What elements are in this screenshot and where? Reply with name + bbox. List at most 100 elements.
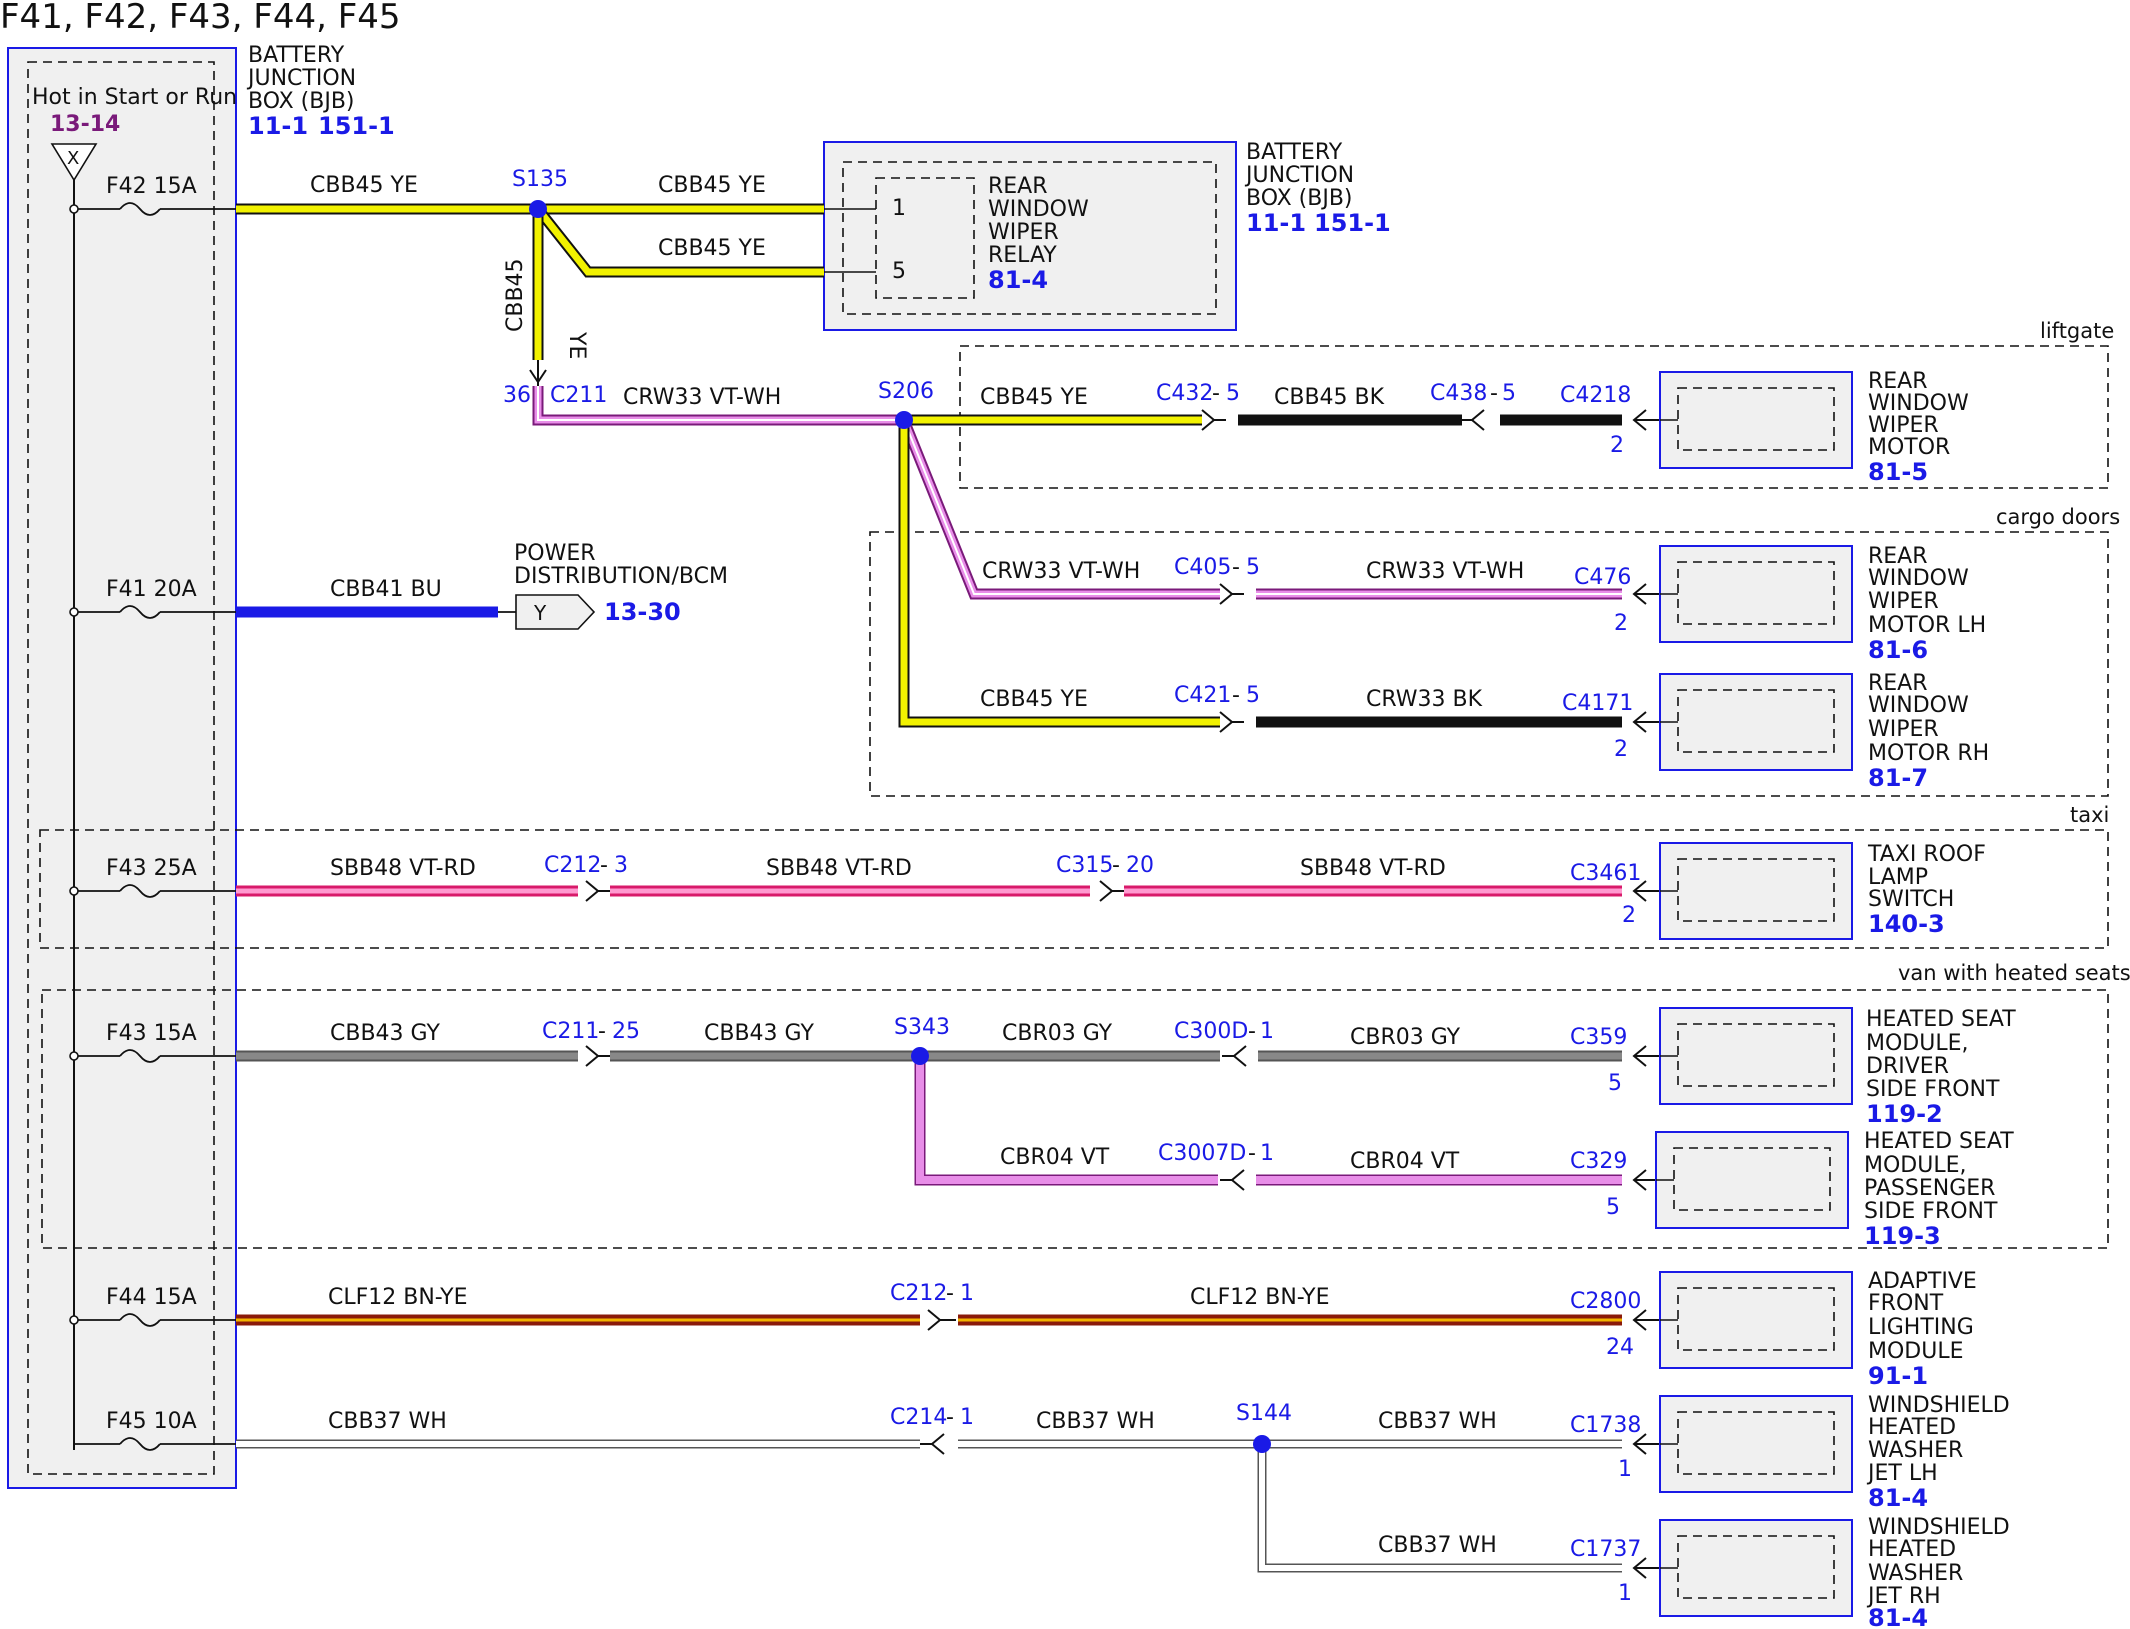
svg-text:SIDE FRONT: SIDE FRONT [1864,1199,1998,1224]
splice-s206-label: S206 [878,379,934,404]
wire-van-f-label: CBR04 VT [1350,1149,1460,1174]
c212a-label: C212 [544,853,601,878]
svg-text:-: - [1490,381,1498,406]
c212b-pin: 1 [960,1281,974,1306]
c3461-pin: 2 [1622,903,1636,928]
c214-connector [920,1433,945,1455]
c476-connector [1632,583,1660,605]
svg-text:-: - [1232,555,1240,580]
c2800-label: C2800 [1570,1289,1641,1314]
svg-text:ADAPTIVE: ADAPTIVE [1868,1269,1977,1294]
svg-text:REAR: REAR [1868,671,1928,696]
c432-label: C432 [1156,381,1213,406]
c4171-connector [1632,711,1660,733]
c432-pin: 5 [1226,381,1240,406]
fuse-f42-label: F42 15A [106,174,197,199]
c315-label: C315 [1056,853,1113,878]
c315-connector [1099,880,1124,902]
svg-text:-: - [600,853,608,878]
component-rear-wiper-motor-rh [1659,673,1853,771]
cargo-area [869,531,2109,797]
svg-text:HEATED SEAT: HEATED SEAT [1866,1007,2016,1032]
relay-bjb-ref1: 11-1 [1246,209,1306,237]
relay-label-line1: REAR [988,174,1048,199]
svg-text:MODULE: MODULE [1868,1339,1964,1364]
wire-cargo-rh-b-label: CRW33 BK [1366,687,1483,712]
c211b-label: C211 [542,1019,599,1044]
svg-text:-: - [946,1405,954,1430]
relay-bjb-line2: JUNCTION [1244,163,1354,188]
c438-connector [1462,409,1485,431]
relay-bjb-line3: BOX (BJB) [1246,186,1353,211]
c405-pin: 5 [1246,555,1260,580]
bjb-box [7,47,237,1489]
svg-text:SWITCH: SWITCH [1868,887,1954,912]
taxi-roof-lamp-switch-ref: 140-3 [1868,910,1945,938]
svg-text:WINDSHIELD: WINDSHIELD [1868,1393,2010,1418]
c359-connector [1632,1045,1660,1067]
svg-text:WIPER: WIPER [1868,413,1939,438]
power-distribution-line1: POWER [514,541,596,566]
wire-van-c-label: CBR03 GY [1002,1021,1113,1046]
c359-pin: 5 [1608,1071,1622,1096]
svg-text:-: - [946,1281,954,1306]
svg-text:-: - [1212,381,1220,406]
svg-text:WINDOW: WINDOW [1868,693,1969,718]
splice-s135 [529,200,547,218]
svg-text:MOTOR LH: MOTOR LH [1868,613,1986,638]
component-heated-seat-passenger [1655,1131,1849,1229]
svg-text:JET RH: JET RH [1866,1584,1941,1609]
c1737-label: C1737 [1570,1537,1641,1562]
c1738-connector [1632,1433,1660,1455]
relay-bjb-ref2: 151-1 [1314,209,1391,237]
c476-pin: 2 [1614,611,1628,636]
c405-label: C405 [1174,555,1231,580]
rear-wiper-motor-ref: 81-5 [1868,458,1928,486]
splice-s343-label: S343 [894,1015,950,1040]
component-taxi-roof-lamp-switch [1659,842,1853,940]
relay-ref: 81-4 [988,266,1048,294]
c212a-connector [585,880,610,902]
van-area [41,989,2109,1249]
component-rear-wiper-motor-lh [1659,545,1853,643]
relay-bjb-box [823,141,1237,331]
relay-pin1: 1 [892,196,906,221]
fuse-f43-taxi: F43 25A [69,856,236,898]
wire-cargo-rh-cbb45 [898,420,1220,728]
c3007d-label: C3007D [1158,1141,1246,1166]
diagram-title: F41, F42, F43, F44, F45 [0,0,401,37]
hot-symbol-triangle [50,143,98,182]
relay-pin5: 5 [892,259,906,284]
splice-s144-label: S144 [1236,1401,1292,1426]
svg-text:LIGHTING: LIGHTING [1868,1315,1974,1340]
wire-taxi-a-label: SBB48 VT-RD [330,856,476,881]
c212b-label: C212 [890,1281,947,1306]
c438-label: C438 [1430,381,1487,406]
taxi-area [39,829,2109,949]
wire-f42-label: CBB45 YE [310,173,418,198]
wire-van-b-label: CBB43 GY [704,1021,814,1046]
c212b-connector [927,1309,956,1331]
splice-s343 [911,1047,929,1065]
fuse-f44: F44 15A [69,1285,236,1327]
c2800-connector [1632,1309,1660,1331]
svg-text:WASHER: WASHER [1868,1561,1963,1586]
fuse-f43-taxi-label: F43 25A [106,856,197,881]
c211-pin: 36 [503,383,531,408]
svg-text:DRIVER: DRIVER [1866,1054,1949,1079]
svg-text:MOTOR RH: MOTOR RH [1868,741,1989,766]
wire-ws-a-label: CBB37 WH [328,1409,447,1434]
svg-text:MOTOR: MOTOR [1868,435,1950,460]
svg-text:-: - [1248,1141,1256,1166]
wire-relay-pin5-label: CBB45 YE [658,236,766,261]
fuse-f43-van: F43 15A [69,1021,236,1063]
relay-label-line2: WINDOW [988,197,1089,222]
hot-ref: 13-14 [50,112,120,137]
liftgate-area-label: liftgate [2040,319,2114,343]
hot-label: Hot in Start or Run [32,85,237,110]
power-distribution-symbol [515,594,596,630]
svg-text:-: - [1112,853,1120,878]
svg-text:TAXI ROOF: TAXI ROOF [1867,842,1986,867]
c214-pin: 1 [960,1405,974,1430]
svg-text:-: - [1248,1019,1256,1044]
